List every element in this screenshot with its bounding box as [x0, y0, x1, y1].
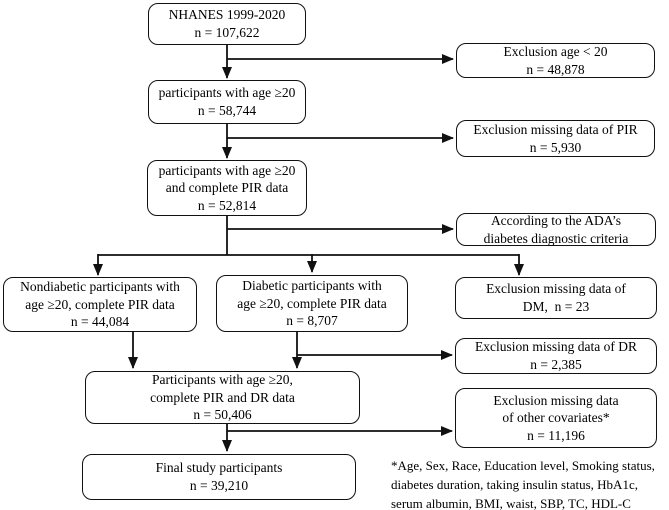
node-count: n = 39,210 [189, 478, 249, 493]
node-count: DM, n = 23 [522, 299, 590, 314]
node-line: Participants with age ≥20, [152, 372, 293, 388]
node-exclusion-missing-pir: Exclusion missing data of PIR n = 5,930 [456, 120, 655, 157]
node-count: n = 5,930 [529, 139, 582, 155]
node-count: n = 2,385 [530, 357, 582, 372]
node-line: diabetes diagnostic criteria [483, 230, 629, 246]
node-nondiabetic: Nondiabetic participants with age ≥20, c… [3, 277, 197, 332]
node-count: n = 11,196 [527, 427, 585, 443]
node-line: Final study participants [155, 460, 283, 476]
node-line: Nondiabetic participants with [20, 279, 180, 295]
node-age-ge20: participants with age ≥20 n = 58,744 [148, 80, 306, 124]
node-line: age ≥20, complete PIR data [25, 296, 175, 312]
node-line: Exclusion missing data [493, 392, 619, 408]
node-exclusion-missing-dm: Exclusion missing data of DM, n = 23 [455, 277, 657, 319]
footnote-line: serum albumin, BMI, waist, SBP, TC, HDL-… [391, 496, 631, 510]
node-line: Exclusion missing data of DR [475, 339, 637, 355]
node-line: participants with age ≥20 [158, 162, 296, 178]
node-line: Exclusion age < 20 [503, 43, 608, 59]
node-line: Exclusion missing data of [486, 281, 626, 297]
node-line: participants with age ≥20 [158, 85, 296, 101]
node-count: n = 107,622 [194, 25, 260, 40]
footnote-line: *Age, Sex, Race, Education level, Smokin… [391, 458, 655, 473]
node-line: According to the ADA’s [490, 212, 622, 228]
footnote-line: diabetes duration, taking insulin status… [391, 477, 638, 492]
node-line: Exclusion missing data of PIR [473, 121, 638, 137]
node-exclusion-missing-covariates: Exclusion missing data of other covariat… [455, 388, 657, 448]
node-exclusion-age: Exclusion age < 20 n = 48,878 [456, 43, 655, 78]
node-ada-criteria: According to the ADA’s diabetes diagnost… [456, 213, 656, 246]
node-line: and complete PIR data [165, 180, 289, 196]
node-count: n = 44,084 [70, 314, 130, 330]
node-nhanes-total: NHANES 1999-2020 n = 107,622 [148, 3, 306, 45]
node-line: complete PIR and DR data [150, 389, 295, 405]
node-count: n = 8,707 [286, 313, 338, 329]
node-count: n = 50,406 [193, 407, 252, 423]
node-count: n = 48,878 [526, 61, 585, 77]
node-age-ge20-complete-pir: participants with age ≥20 and complete P… [147, 160, 307, 216]
node-diabetic: Diabetic participants with age ≥20, comp… [216, 275, 408, 332]
node-line: Diabetic participants with [242, 278, 382, 294]
node-count: n = 58,744 [197, 103, 257, 118]
node-line: age ≥20, complete PIR data [237, 295, 387, 311]
node-final-participants: Final study participants n = 39,210 [82, 454, 356, 500]
node-complete-pir-dr: Participants with age ≥20, complete PIR … [85, 371, 360, 424]
node-line: of other covariates* [502, 410, 610, 426]
node-line: NHANES 1999-2020 [168, 7, 286, 23]
node-count: n = 52,814 [197, 197, 257, 213]
covariates-footnote: *Age, Sex, Race, Education level, Smokin… [391, 456, 655, 510]
node-exclusion-missing-dr: Exclusion missing data of DR n = 2,385 [455, 338, 657, 374]
